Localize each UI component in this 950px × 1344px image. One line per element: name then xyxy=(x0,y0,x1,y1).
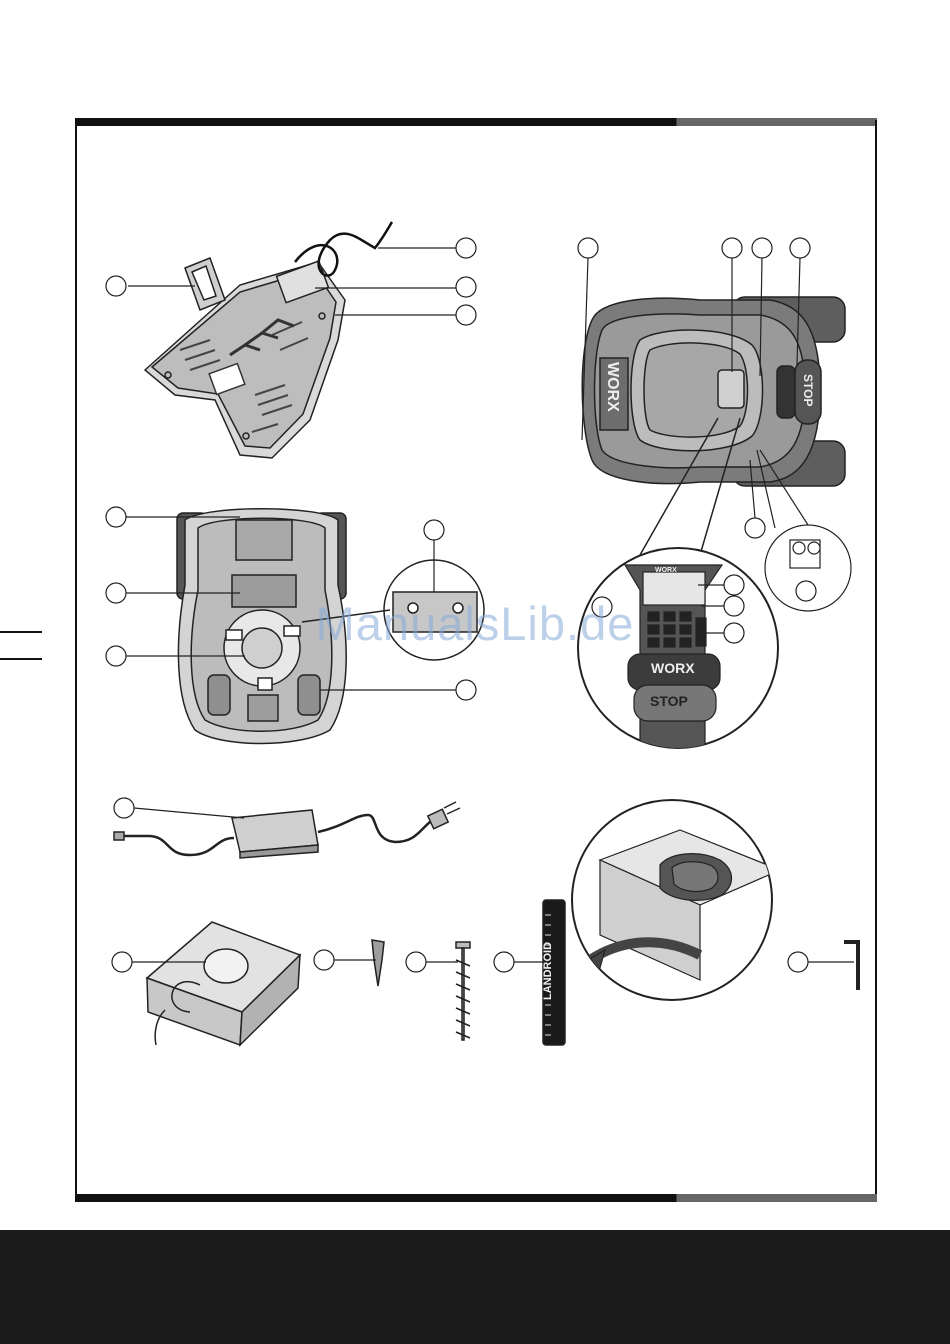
peg-illustration xyxy=(372,940,384,986)
ruler-tool-label: LANDROID xyxy=(542,942,554,1000)
screw-callout xyxy=(406,952,458,972)
charging-station-illustration xyxy=(145,222,392,458)
watermark: ManualsLib.de xyxy=(0,596,950,651)
stop-label-panel: STOP xyxy=(650,693,688,709)
landroid-label: LANDROID xyxy=(542,942,554,1000)
peg-callout xyxy=(314,950,376,970)
wire-spool-illustration xyxy=(147,922,300,1045)
install-zoom xyxy=(572,800,780,1000)
worx-logo-panel-header: WORX xyxy=(655,567,677,574)
stop-label-top: STOP xyxy=(801,374,815,406)
power-supply-callout xyxy=(114,798,244,818)
hex-key-illustration xyxy=(844,942,858,990)
worx-logo-panel: WORX xyxy=(651,660,695,676)
ruler-tool-callout xyxy=(494,952,546,972)
hex-key-callout xyxy=(788,952,854,972)
screw-illustration xyxy=(456,942,470,1040)
worx-logo-top: WORX xyxy=(604,362,621,412)
